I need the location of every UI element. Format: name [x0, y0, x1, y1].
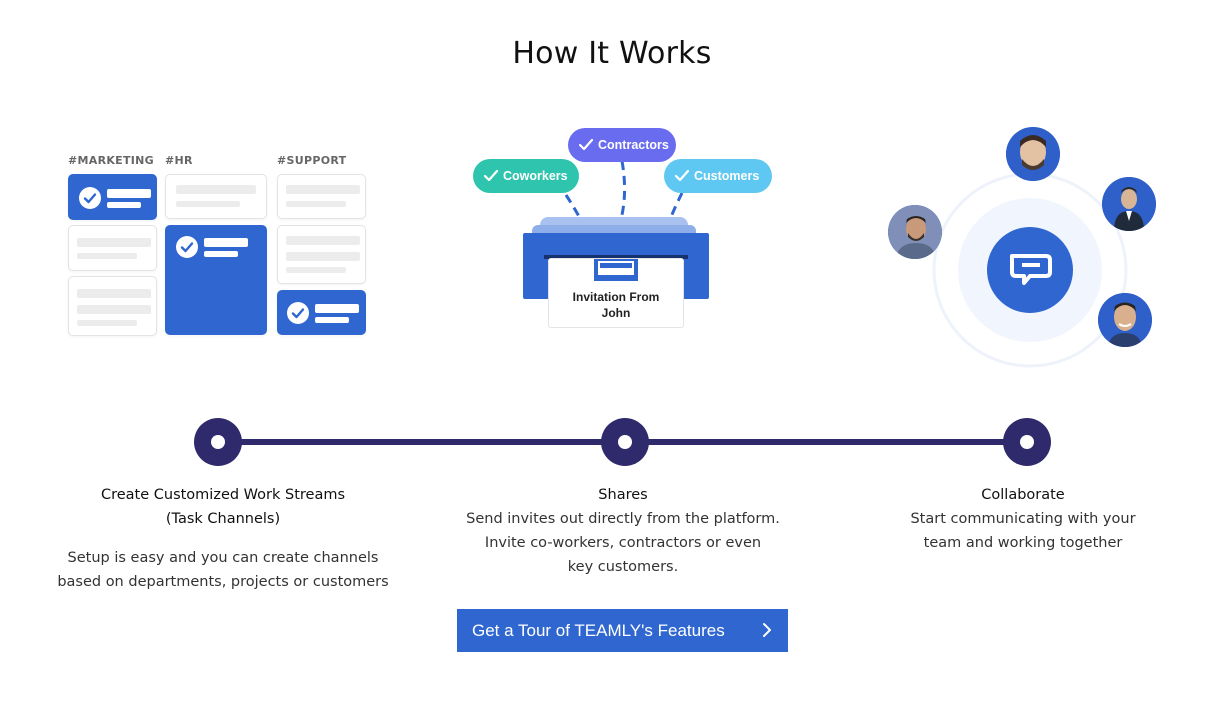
chip-label: Customers: [694, 169, 760, 183]
person-icon: [1098, 293, 1152, 347]
step-description-line: Send invites out directly from the platf…: [466, 511, 780, 527]
check-icon: [483, 169, 499, 182]
check-icon: [287, 302, 309, 324]
step-title: Collaborate: [981, 487, 1065, 503]
step-description-line: Setup is easy and you can create channel…: [67, 550, 379, 566]
channel-label: #SUPPORT: [277, 154, 347, 167]
chip-customers: Customers: [664, 159, 772, 193]
teamly-logo-icon: [1010, 254, 1052, 285]
avatar: [1098, 293, 1152, 347]
avatar: [1102, 177, 1156, 231]
invitation-line-2: John: [601, 306, 631, 320]
person-icon: [888, 205, 942, 259]
channel-column-marketing: #MARKETING: [68, 154, 158, 172]
avatar: [888, 205, 942, 259]
timeline-node-3: [1003, 418, 1051, 466]
channel-column-hr: #HR: [165, 154, 267, 172]
task-card-done: [277, 290, 366, 335]
check-icon: [674, 169, 690, 182]
step-title: Create Customized Work Streams: [100, 487, 346, 503]
check-icon: [578, 138, 594, 151]
step-collaborate: Collaborate Start communicating with you…: [872, 483, 1174, 555]
task-card: [277, 225, 366, 284]
channels-illustration: #MARKETING #HR #SUPPORT: [66, 154, 368, 340]
chip-label: Coworkers: [503, 169, 568, 183]
chip-contractors: Contractors: [568, 128, 676, 162]
task-card: [277, 174, 366, 219]
chevron-right-icon: [763, 623, 771, 637]
channel-label: #MARKETING: [68, 154, 155, 167]
task-card: [68, 276, 157, 336]
timeline-node-1: [194, 418, 242, 466]
person-icon: [1102, 177, 1156, 231]
step-description-line: team and working together: [923, 535, 1123, 551]
tour-features-button[interactable]: Get a Tour of TEAMLY's Features: [457, 609, 788, 652]
step-title: Shares: [598, 487, 648, 503]
step-description-line: Start communicating with your: [910, 511, 1136, 527]
step-description-line: based on departments, projects or custom…: [57, 574, 389, 590]
tour-features-label: Get a Tour of TEAMLY's Features: [472, 620, 725, 640]
channel-column-support: #SUPPORT: [277, 154, 367, 172]
task-card-done: [165, 225, 267, 335]
invitation-text: Invitation From John: [549, 289, 683, 321]
task-card: [165, 174, 267, 219]
section-title: How It Works: [512, 36, 712, 71]
task-card: [68, 225, 157, 271]
person-icon: [1006, 127, 1060, 181]
step-description-line: key customers.: [567, 559, 679, 575]
task-card-done: [68, 174, 157, 220]
step-shares: Shares Send invites out directly from th…: [432, 483, 814, 579]
process-timeline: [0, 414, 1224, 470]
check-icon: [79, 187, 101, 209]
invitation-illustration: Invitation From John Contractors Coworke…: [470, 125, 780, 335]
envelope-icon: [594, 259, 638, 281]
channel-label: #HR: [165, 154, 193, 167]
invitation-line-1: Invitation From: [572, 290, 660, 304]
step-description-line: Invite co-workers, contractors or even: [484, 535, 762, 551]
avatar: [1006, 127, 1060, 181]
timeline-node-2: [601, 418, 649, 466]
chip-coworkers: Coworkers: [473, 159, 579, 193]
step-title-sub: (Task Channels): [165, 511, 281, 527]
step-work-streams: Create Customized Work Streams (Task Cha…: [40, 483, 406, 594]
invitation-card: Invitation From John: [548, 258, 684, 328]
chip-label: Contractors: [598, 138, 669, 152]
check-icon: [176, 236, 198, 258]
collaborate-illustration: [886, 125, 1166, 375]
